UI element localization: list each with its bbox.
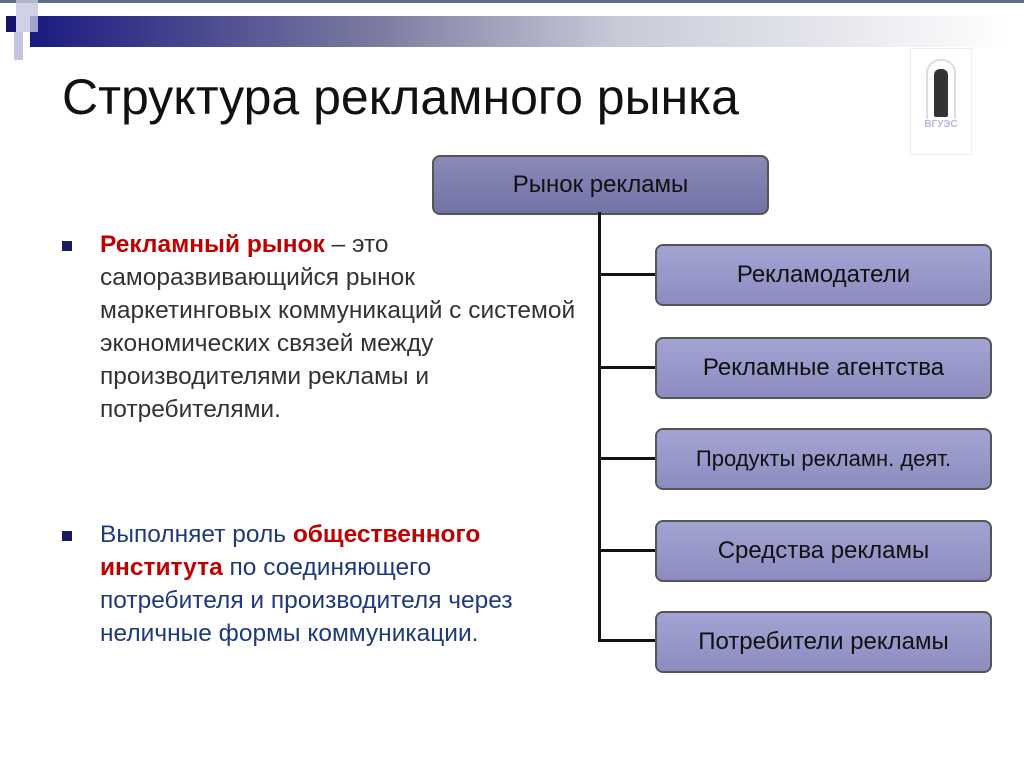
bullet-paragraph-1: Рекламный рынок – это саморазвивающийся …	[100, 228, 580, 426]
diagram-box-advertisers: Рекламодатели	[655, 244, 992, 306]
decor-square	[16, 0, 38, 32]
bullet-icon	[62, 241, 72, 251]
diagram-root-box: Рынок рекламы	[432, 155, 769, 215]
term: общественного института	[100, 521, 481, 581]
connector	[598, 457, 655, 460]
diagram-box-products: Продукты рекламн. деят.	[655, 428, 992, 490]
slide-title: Структура рекламного рынка	[62, 69, 739, 125]
connector	[598, 639, 655, 642]
logo-text: ВГУЭС	[924, 119, 958, 130]
bullet-paragraph-2: Выполняет роль общественного института п…	[100, 518, 580, 650]
connector	[598, 366, 655, 369]
decor-square	[6, 16, 16, 32]
definition-text: – это саморазвивающийся рынок маркетинго…	[100, 231, 576, 423]
connector	[598, 549, 655, 552]
diagram-box-agencies: Рекламные агентства	[655, 337, 992, 399]
university-logo: ВГУЭС	[910, 48, 972, 155]
connector	[598, 273, 655, 276]
diagram-box-media: Средства рекламы	[655, 520, 992, 582]
statue-icon	[934, 69, 948, 117]
top-border	[0, 0, 1024, 3]
text: Выполняет роль	[100, 521, 293, 548]
decor-square	[14, 32, 23, 60]
connector-vertical	[598, 212, 601, 641]
diagram-box-consumers: Потребители рекламы	[655, 611, 992, 673]
header-gradient-bar	[30, 16, 1010, 47]
term: Рекламный рынок	[100, 231, 325, 258]
text: по соединяющего потребителя и производит…	[100, 554, 513, 647]
bullet-icon	[62, 531, 72, 541]
